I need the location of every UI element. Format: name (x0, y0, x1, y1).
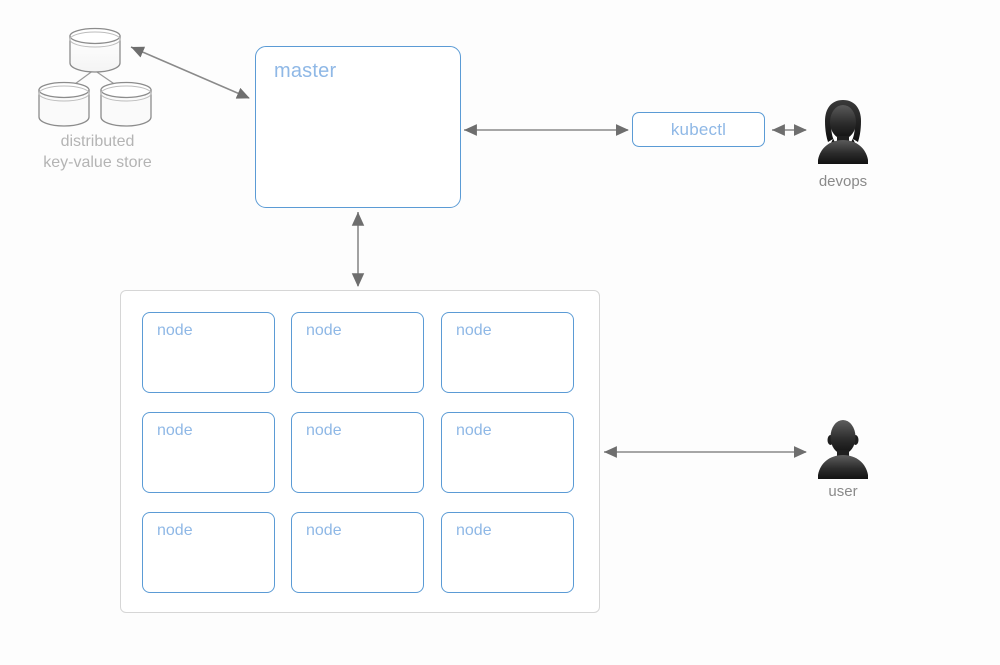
database-cylinder-icon (68, 27, 122, 73)
kvstore-caption-line-2: key-value store (43, 154, 152, 171)
key-value-store-caption: distributed key-value store (10, 131, 185, 173)
node-label: node (157, 322, 193, 339)
node-box[interactable]: node (142, 412, 275, 493)
node-label: node (157, 522, 193, 539)
node-box[interactable]: node (441, 512, 574, 593)
node-box[interactable]: node (441, 412, 574, 493)
devops-label: devops (818, 173, 868, 190)
node-box[interactable]: node (291, 312, 424, 393)
master-label: master (274, 60, 337, 82)
node-box[interactable]: node (142, 512, 275, 593)
user-avatar (812, 414, 874, 482)
key-value-store-group: distributed key-value store (0, 0, 200, 180)
devops-avatar (812, 98, 874, 166)
user-label: user (828, 483, 858, 500)
node-box[interactable]: node (441, 312, 574, 393)
node-box[interactable]: node (291, 412, 424, 493)
database-cylinder-icon (99, 81, 153, 127)
node-box[interactable]: node (291, 512, 424, 593)
node-label: node (306, 422, 342, 439)
node-label: node (157, 422, 193, 439)
node-cluster-container: node node node node node node node node … (120, 290, 600, 613)
kvstore-caption-line-1: distributed (60, 133, 135, 150)
node-label: node (456, 322, 492, 339)
node-box[interactable]: node (142, 312, 275, 393)
kubectl-label: kubectl (670, 120, 727, 139)
node-label: node (306, 522, 342, 539)
kubectl-box[interactable]: kubectl (632, 112, 765, 147)
node-label: node (456, 422, 492, 439)
master-box[interactable]: master (255, 46, 461, 208)
node-label: node (456, 522, 492, 539)
node-label: node (306, 322, 342, 339)
database-cylinder-icon (37, 81, 91, 127)
